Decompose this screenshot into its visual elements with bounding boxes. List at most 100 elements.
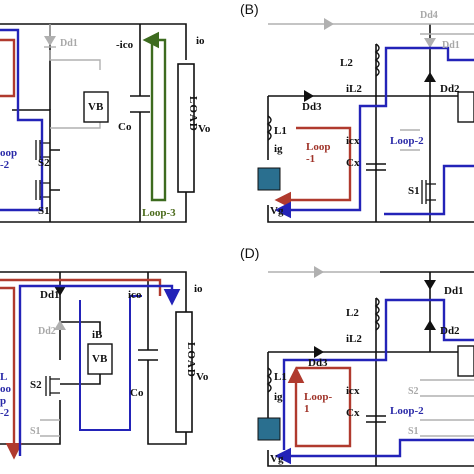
loop-blue-c [18,284,181,456]
switch-s1-b [421,180,436,204]
label-icx-d: icx [346,385,360,397]
label-vo-c: Vo [196,371,209,383]
label-ico-a: -ico [116,39,134,51]
label-il2-d: iL2 [346,333,362,345]
label-vb-a: VB [88,101,104,113]
panel-b: (B) Dd4 Dd1 [240,1,474,223]
label-ico-c: ico [128,289,142,301]
diode-dd1-d [424,280,436,290]
panel-d: (D) Dd1 L2 iL2 Dd3 D [240,245,474,467]
label-dd1-b: Dd1 [442,40,460,51]
diode-dd1-a [44,36,56,46]
label-loop1-d: Loop-1 [304,391,332,415]
label-vo-a: Vo [198,123,211,135]
label-s1-d: S1 [408,426,419,437]
diode-dd1-b [424,38,436,48]
panel-label-d: (D) [240,245,259,261]
label-l2-b: L2 [340,57,353,69]
label-loop3-a: Loop-3 [142,207,176,219]
vb-source-c [87,343,113,375]
panel-b-circuit [267,24,474,223]
label-dd3-b: Dd3 [302,101,322,113]
label-dd1-a: Dd1 [60,38,78,49]
label-s1-c: S1 [30,426,41,437]
diode-dd2-d [424,320,436,330]
label-dd2-d: Dd2 [440,325,460,337]
label-vb-c: VB [92,353,108,365]
load-box-c [175,311,193,433]
label-load-c: LOAD [185,342,197,378]
label-load-a: LOAD [187,96,199,132]
vb-source-a [83,91,109,123]
loop-blue-d2 [274,438,474,465]
label-loop1-b: Loop-1 [306,141,330,165]
loop-red-c [0,278,162,450]
inductor-l2-b [374,43,380,77]
diode-dd1-c [54,286,66,296]
label-l1-d: L1 [274,371,287,383]
label-cx-b: Cx [346,157,360,169]
label-il2-b: iL2 [346,83,362,95]
label-dd4-b: Dd4 [420,10,438,21]
label-icx-b: icx [346,135,360,147]
inductor-l2-d [374,297,380,331]
label-co-c: Co [130,387,144,399]
label-cx-d: Cx [346,407,360,419]
label-ig-d: ig [274,391,283,403]
label-l2-d: L2 [346,307,359,319]
panel-d-circuit [267,271,474,467]
load-box-a [177,63,195,193]
vb-source-d [457,345,474,377]
vb-source-b [457,91,474,123]
inductor-l1-b [266,115,272,141]
inductor-l1-d [266,367,272,393]
label-dd1-c: Dd1 [40,289,60,301]
label-s1-a: S1 [38,205,50,217]
label-vg-d: Vg [270,453,284,465]
label-dd2-b: Dd2 [440,83,460,95]
label-io-c: io [194,283,203,295]
diode-dd3-b [304,90,314,102]
panel-a: Dd1 -ico io VB Co LOAD Vo S2 S1 oop-2 Lo… [0,23,211,223]
label-l1-b: L1 [274,125,287,137]
loop-blue-a [0,28,44,212]
diode-dd2-b [424,72,436,82]
loop-red-d [287,366,352,448]
label-ig-b: ig [274,143,283,155]
panel-c-inactive [40,419,60,437]
label-vg-b: Vg [270,205,284,217]
battery-b [257,167,281,191]
label-s2-c: S2 [30,379,42,391]
label-loop2-d: Loop-2 [390,405,424,417]
diode-dd3-d [314,346,324,358]
diode-dd2-c [54,320,66,330]
panel-label-b: (B) [240,1,259,17]
loop-red-b [274,126,352,209]
label-ib-c: iB [92,329,103,341]
label-s2-d: S2 [408,386,419,397]
capacitor-cx-d [366,415,386,423]
diode-dd4-b [324,18,334,30]
loop-blue-c2 [79,295,142,431]
diode-dd4-d [314,266,324,278]
switch-s1-a [35,180,50,200]
label-dd3-d: Dd3 [308,357,328,369]
capacitor-cx-b [366,163,386,171]
loop-green-a [142,31,167,202]
battery-d [257,417,281,441]
panel-b-inactive [268,23,474,151]
label-loop2-b: Loop-2 [390,135,424,147]
switch-s2-c [45,376,60,396]
loop-blue-d [282,298,474,450]
label-dd1-d: Dd1 [444,285,464,297]
panel-a-circuit [0,23,187,223]
loop-red-a [0,38,16,98]
switch-s2-a [35,140,50,160]
label-s1-b: S1 [408,185,420,197]
label-co-a: Co [118,121,132,133]
label-s2-a: S2 [38,157,50,169]
loop-blue-b2 [384,164,474,216]
